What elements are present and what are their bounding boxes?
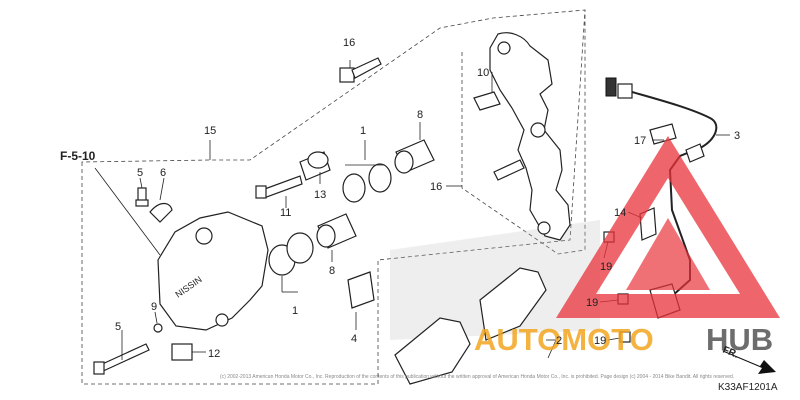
- callout-1-top: 1: [360, 125, 366, 137]
- callout-6: 5: [137, 167, 143, 179]
- callout-13: 13: [314, 189, 326, 201]
- watermark-triangle-inner: [626, 218, 710, 290]
- callout-9: 9: [151, 301, 157, 313]
- part-8-piston-lower: [316, 213, 357, 249]
- callout-17: 16: [343, 37, 355, 49]
- callout-19-c: 19: [594, 335, 606, 347]
- callout-18: 17: [634, 135, 646, 147]
- part-12-plug: [171, 343, 193, 361]
- part-17-bolt: [339, 57, 382, 83]
- callout-14: 14: [614, 207, 626, 219]
- part-9-washer: [153, 323, 163, 333]
- part-2-pads: [394, 267, 547, 385]
- part-10-clip: [473, 91, 501, 111]
- callout-3: 3: [734, 130, 740, 142]
- callout-7: 6: [160, 167, 166, 179]
- watermark-logo: AUTOMOTO HUB: [474, 136, 780, 357]
- part-1-seals-upper: [342, 163, 392, 203]
- part-1-seals-lower: [268, 232, 314, 276]
- callout-1-bottom: 1: [292, 305, 298, 317]
- part-7-cap: [149, 202, 173, 223]
- part-16-bracket: [489, 32, 571, 241]
- copyright-text: (c) 2002-2013 American Honda Motor Co., …: [220, 374, 734, 380]
- callout-12: 12: [208, 348, 220, 360]
- callout-5: 5: [115, 321, 121, 333]
- callout-10: 10: [477, 67, 489, 79]
- group-16-outline: [461, 10, 586, 255]
- part-4-spring: [347, 271, 375, 309]
- part-11-pin: [255, 175, 303, 199]
- watermark-text-right: HUB: [706, 322, 773, 357]
- callout-2: 2: [556, 335, 562, 347]
- callout-19-b: 19: [586, 297, 598, 309]
- caliper-body: NISSIN: [157, 211, 269, 331]
- callout-15: 15: [204, 125, 216, 137]
- ref-label: F-5-10: [60, 149, 96, 163]
- callout-8-top: 8: [417, 109, 423, 121]
- watermark-triangle-red: [556, 136, 780, 318]
- part-13-boot: [299, 151, 331, 181]
- part-8-piston-upper: [394, 139, 435, 174]
- watermark-text-left: AUTOMOTO: [474, 322, 654, 357]
- diagram-code: K33AF1201A: [718, 382, 778, 393]
- part-6-bleeder: [135, 187, 149, 207]
- part-5-pin: [93, 343, 150, 375]
- callout-8-bottom: 8: [329, 265, 335, 277]
- callout-11: 11: [280, 207, 291, 219]
- pad-shadow-hatch: [390, 220, 600, 340]
- callout-16: 16: [430, 181, 442, 193]
- callout-19-a: 19: [600, 261, 612, 273]
- callout-4: 4: [351, 333, 357, 345]
